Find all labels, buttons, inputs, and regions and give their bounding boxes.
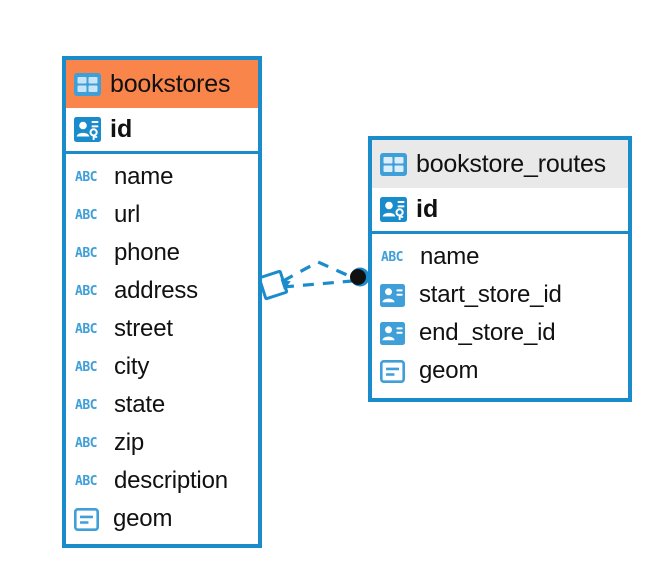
field-label-url: url bbox=[114, 201, 141, 228]
field-label-zip: zip bbox=[114, 429, 145, 456]
text-abc-icon: ABC bbox=[75, 435, 97, 451]
text-abc-icon: ABC bbox=[75, 245, 97, 261]
text-abc-icon: ABC bbox=[75, 473, 97, 489]
field-row-city[interactable]: ABC city bbox=[66, 348, 258, 386]
relationship-line-upper bbox=[282, 260, 357, 283]
field-label-geom: geom bbox=[419, 357, 479, 384]
field-label-name: name bbox=[420, 243, 480, 270]
foreign-key-icon bbox=[380, 321, 410, 345]
entity-bookstore-routes-field-list: ABC name start_store_id bbox=[372, 234, 628, 398]
field-row-state[interactable]: ABC state bbox=[66, 386, 258, 424]
field-row-primary-key[interactable]: id bbox=[372, 188, 628, 234]
geometry-icon bbox=[74, 507, 104, 531]
field-row-name[interactable]: ABC name bbox=[66, 158, 258, 196]
field-label-start-store-id: start_store_id bbox=[419, 281, 562, 308]
field-label-address: address bbox=[114, 277, 198, 304]
field-row-street[interactable]: ABC street bbox=[66, 310, 258, 348]
field-label-geom: geom bbox=[113, 505, 173, 532]
diamond-endpoint bbox=[257, 269, 291, 301]
entity-bookstore-routes-header[interactable]: bookstore_routes bbox=[372, 140, 628, 188]
text-abc-icon: ABC bbox=[75, 321, 97, 337]
text-abc-icon: ABC bbox=[75, 359, 97, 375]
text-abc-icon: ABC bbox=[75, 283, 97, 299]
field-label-name: name bbox=[114, 163, 174, 190]
foreign-key-icon bbox=[380, 283, 410, 307]
field-label-street: street bbox=[114, 315, 173, 342]
field-label-primary-key: id bbox=[416, 195, 439, 223]
field-label-phone: phone bbox=[114, 239, 180, 266]
field-row-address[interactable]: ABC address bbox=[66, 272, 258, 310]
field-row-geom[interactable]: geom bbox=[66, 500, 258, 538]
field-label-state: state bbox=[114, 391, 166, 418]
field-label-description: description bbox=[114, 467, 228, 494]
field-row-start-store-id[interactable]: start_store_id bbox=[372, 276, 628, 314]
filled-circle-endpoint bbox=[350, 267, 370, 287]
entity-bookstore-routes[interactable]: bookstore_routes id ABC name bbox=[368, 136, 632, 402]
field-row-primary-key[interactable]: id bbox=[66, 108, 258, 154]
field-row-end-store-id[interactable]: end_store_id bbox=[372, 314, 628, 352]
field-row-description[interactable]: ABC description bbox=[66, 462, 258, 500]
text-abc-icon: ABC bbox=[381, 249, 403, 265]
entity-bookstores-header[interactable]: bookstores bbox=[66, 60, 258, 108]
geometry-icon bbox=[380, 359, 410, 383]
field-label-city: city bbox=[114, 353, 150, 380]
primary-key-icon bbox=[74, 117, 101, 142]
field-label-end-store-id: end_store_id bbox=[419, 319, 556, 346]
text-abc-icon: ABC bbox=[75, 397, 97, 413]
table-icon bbox=[380, 152, 407, 176]
relationship-line-lower bbox=[282, 279, 353, 289]
text-abc-icon: ABC bbox=[75, 169, 97, 185]
field-label-primary-key: id bbox=[110, 115, 133, 143]
entity-bookstore-routes-title: bookstore_routes bbox=[416, 149, 606, 178]
entity-bookstores[interactable]: bookstores id ABC name bbox=[62, 56, 262, 548]
field-row-name[interactable]: ABC name bbox=[372, 238, 628, 276]
field-row-phone[interactable]: ABC phone bbox=[66, 234, 258, 272]
entity-bookstores-field-list: ABC name ABC url ABC phone ABC address A… bbox=[66, 154, 258, 544]
field-row-url[interactable]: ABC url bbox=[66, 196, 258, 234]
primary-key-icon bbox=[380, 197, 407, 222]
entity-bookstores-title: bookstores bbox=[110, 69, 231, 98]
text-abc-icon: ABC bbox=[75, 207, 97, 223]
table-icon bbox=[74, 72, 101, 96]
field-row-zip[interactable]: ABC zip bbox=[66, 424, 258, 462]
field-row-geom[interactable]: geom bbox=[372, 352, 628, 390]
